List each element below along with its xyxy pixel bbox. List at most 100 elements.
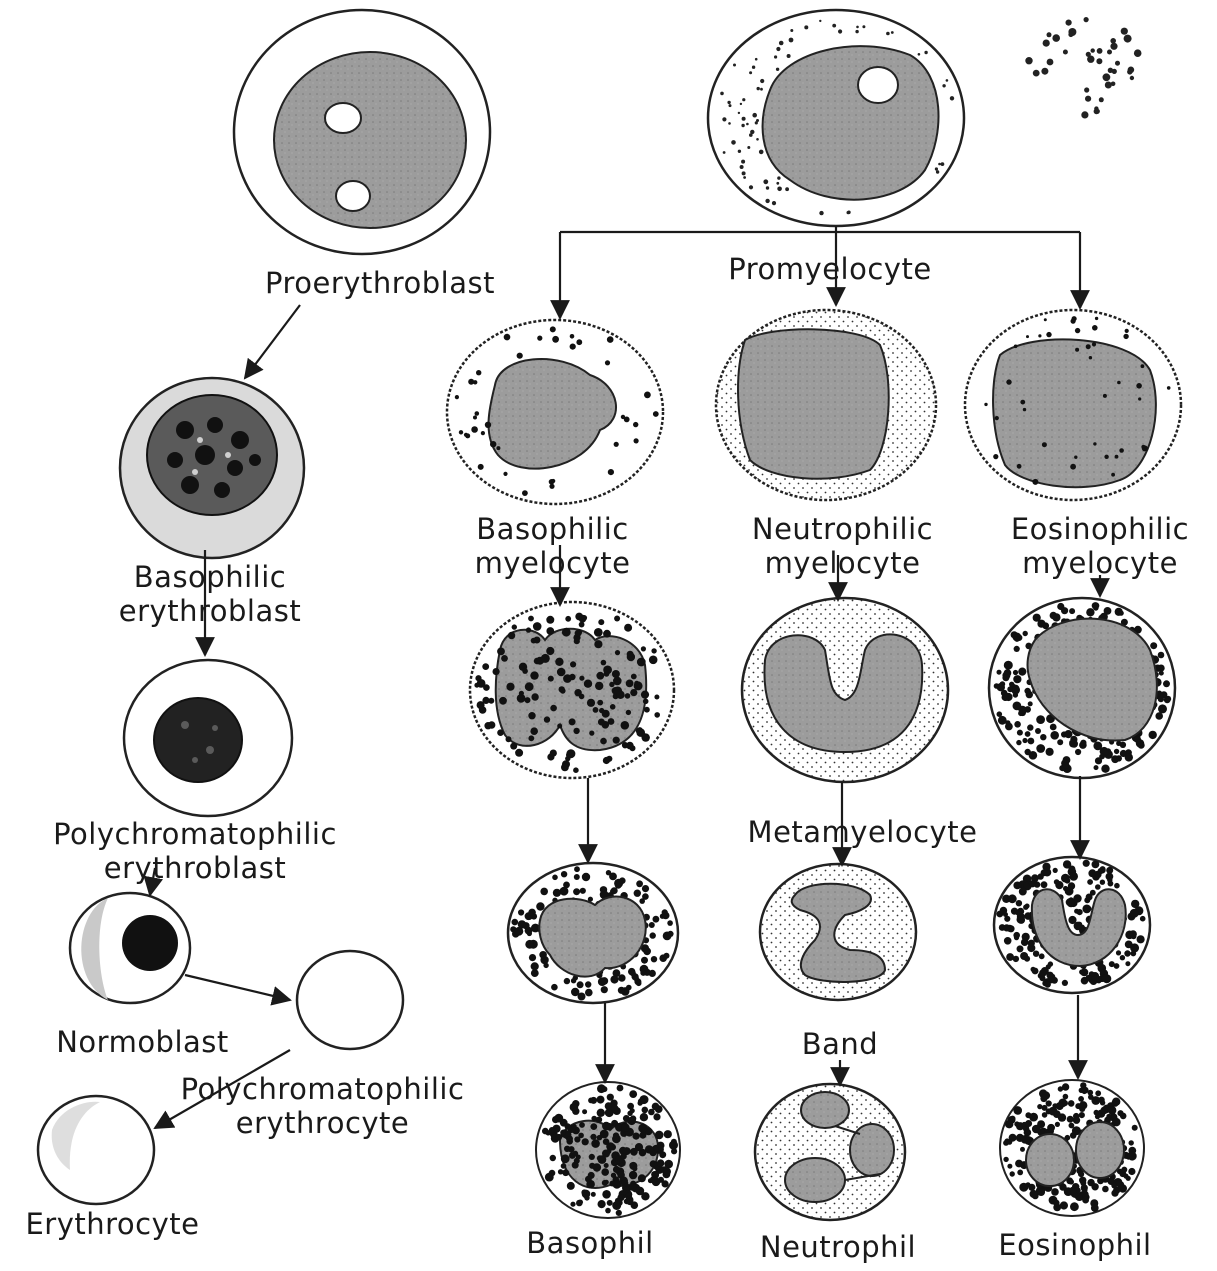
granule [1024,956,1030,962]
granule [536,902,544,910]
granule [1125,329,1129,333]
granule [561,1154,570,1163]
promyelocyte-cell [708,10,964,226]
granule [1111,473,1115,477]
granule [594,628,603,637]
granule [1009,682,1014,687]
granule [1068,882,1075,889]
granule [743,176,746,179]
granule [1138,397,1141,400]
granule [746,123,749,126]
granule [1055,1122,1060,1127]
granule [630,745,636,751]
granule [603,630,611,638]
granule [618,974,625,981]
granule [749,71,752,74]
granule [1041,68,1048,75]
label-line: Basophilic [105,560,315,594]
granule [573,888,580,895]
granule [1040,734,1046,740]
granule [590,1097,597,1104]
granule [749,185,753,189]
granule [1149,731,1157,739]
granule [995,416,999,420]
granule [1003,924,1010,931]
granule [723,151,726,154]
granule [1032,1125,1041,1134]
granule [574,1158,580,1164]
granule [749,133,753,137]
granule [640,1097,646,1103]
granule [651,648,656,653]
granule [653,1113,660,1120]
granule [597,1109,605,1117]
granule [1027,724,1033,730]
granule [570,344,576,350]
granule [760,88,763,91]
granule [1013,1106,1022,1115]
granule [638,1124,647,1133]
granule [1101,765,1109,773]
granule [1124,950,1130,956]
granule [1100,1100,1105,1105]
granule [1013,692,1018,697]
granule [560,688,566,694]
granule [1023,905,1028,910]
granule [1088,869,1096,877]
granule [471,426,478,433]
granule [601,1168,609,1176]
granule [639,898,645,904]
granule [757,87,760,90]
granule [832,24,836,28]
granule [632,1166,637,1171]
granule [993,454,998,459]
granule [551,479,555,483]
granule [550,1155,556,1161]
granule [1050,612,1057,619]
granule [552,875,558,881]
granule [638,1174,646,1182]
granule [663,1168,671,1176]
granule [1009,1134,1017,1142]
granule [1097,48,1103,54]
granule [564,978,570,984]
basophilic-myelocyte-cell [447,320,663,504]
granule [1017,1170,1023,1176]
granule [506,736,512,742]
granule [662,912,670,920]
granule [1084,87,1089,92]
granule [755,121,758,124]
granule [634,438,639,443]
granule [1115,455,1119,459]
granule [614,616,620,622]
granule [1042,1091,1050,1099]
label-line: Basophilic [445,512,660,546]
granule [747,146,750,149]
granule [998,716,1007,725]
granule [1038,334,1041,337]
granule [1036,744,1045,753]
granule [1073,894,1081,902]
granule [607,336,614,343]
granule [621,1123,630,1132]
granule [1111,1190,1118,1197]
granule [1082,1197,1089,1204]
granule [1057,739,1063,745]
granule [533,622,542,631]
granule [657,1159,665,1167]
granule [554,1114,563,1123]
granule [740,103,742,105]
granule [578,1200,583,1205]
granule [653,916,660,923]
granule [552,336,559,343]
granule [1015,1160,1023,1168]
granule [649,656,658,665]
granule [1031,967,1036,972]
granule [540,956,548,964]
granule [570,1202,575,1207]
granule [1109,961,1115,967]
granule [622,742,628,748]
granule [566,749,575,758]
granule [1020,400,1025,405]
granule [567,1137,572,1142]
